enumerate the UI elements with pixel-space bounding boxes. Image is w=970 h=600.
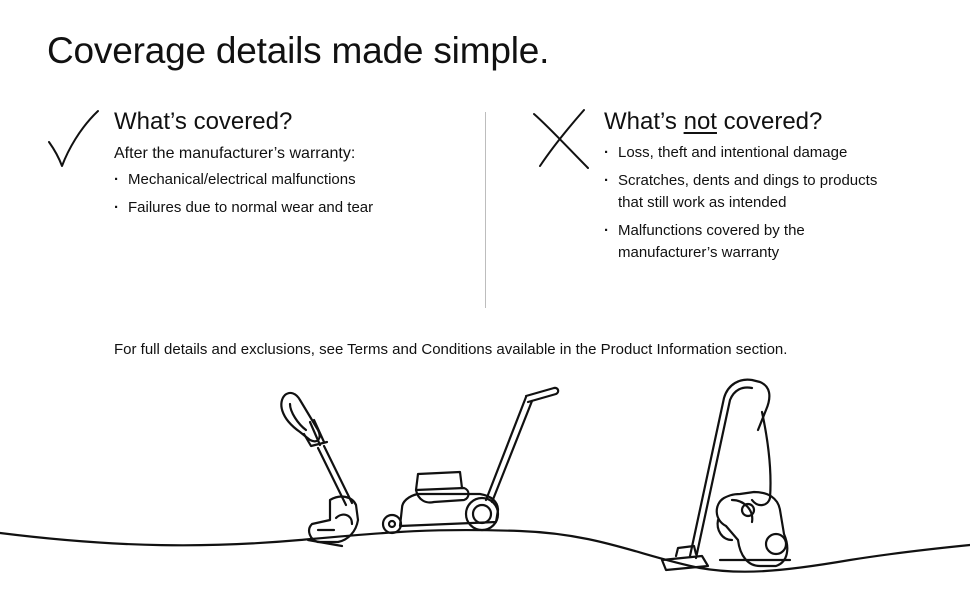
- terms-footnote: For full details and exclusions, see Ter…: [114, 341, 788, 358]
- not-covered-list: Loss, theft and intentional damage Scrat…: [604, 142, 904, 270]
- product-illustration: [0, 378, 970, 573]
- column-divider: [485, 112, 486, 308]
- page-title: Coverage details made simple.: [47, 30, 550, 71]
- lawn-mower-icon: [381, 386, 560, 535]
- covered-list: Mechanical/electrical malfunctions Failu…: [114, 169, 454, 225]
- string-trimmer-icon: [280, 391, 360, 548]
- list-item: Mechanical/electrical malfunctions: [114, 169, 454, 191]
- checkmark-icon: [48, 110, 99, 167]
- x-icon: [533, 109, 589, 169]
- covered-subheading: After the manufacturer’s warranty:: [114, 145, 356, 162]
- not-covered-heading: What’s not covered?: [604, 108, 823, 135]
- list-item: Malfunctions covered by the manufacturer…: [604, 220, 904, 264]
- ground-line: [0, 528, 970, 573]
- list-item: Scratches, dents and dings to products t…: [604, 170, 904, 214]
- covered-heading: What’s covered?: [114, 108, 293, 135]
- vacuum-cleaner-icon: [660, 378, 792, 572]
- not-emphasis: not: [683, 108, 717, 135]
- list-item: Failures due to normal wear and tear: [114, 197, 454, 219]
- list-item: Loss, theft and intentional damage: [604, 142, 904, 164]
